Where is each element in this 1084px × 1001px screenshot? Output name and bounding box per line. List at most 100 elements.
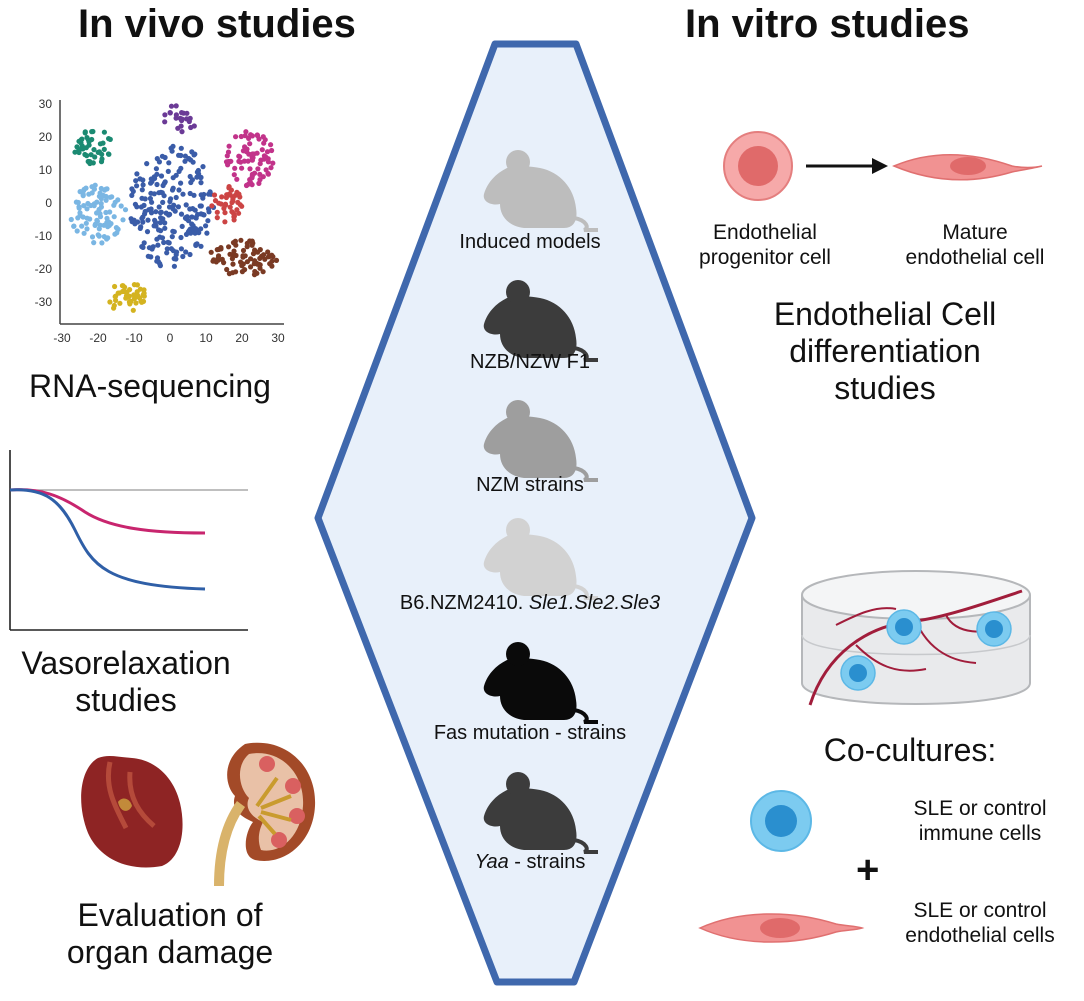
tsne-point [134, 282, 140, 288]
tsne-point [167, 110, 173, 116]
tsne-point [84, 226, 90, 232]
tsne-point [176, 152, 182, 158]
heart-icon [81, 755, 183, 868]
tsne-point [132, 201, 138, 207]
differentiation-diagram [723, 131, 1043, 201]
tsne-point [198, 226, 204, 232]
tsne-point [208, 249, 214, 255]
tsne-point [257, 161, 263, 167]
tsne-point [226, 271, 232, 277]
tsne-point [96, 226, 102, 232]
coculture-dish [801, 570, 1031, 706]
tsne-point [229, 256, 235, 262]
tsne-y-tick: 20 [39, 130, 53, 144]
tsne-x-tick: -10 [125, 331, 143, 345]
tsne-point [237, 154, 243, 160]
tsne-point [101, 129, 107, 135]
tsne-point [162, 225, 168, 231]
tsne-point [79, 136, 85, 142]
tsne-point [165, 168, 171, 174]
plus-sign: + [856, 848, 880, 892]
tsne-point [140, 244, 146, 250]
tsne-point [242, 267, 248, 273]
tsne-point [215, 255, 221, 261]
tsne-point [126, 299, 132, 305]
tsne-point [260, 134, 266, 140]
tsne-point [92, 222, 98, 228]
tsne-point [178, 145, 184, 151]
tsne-point [148, 190, 154, 196]
tsne-point [138, 298, 144, 304]
tsne-point [187, 206, 193, 212]
tsne-point [133, 178, 139, 184]
tsne-point [239, 203, 245, 209]
tsne-point [169, 234, 175, 240]
tsne-point [200, 164, 206, 170]
diff-label-line3: studies [834, 370, 936, 406]
tsne-point [108, 221, 114, 227]
tsne-point [174, 249, 180, 255]
tsne-point [267, 261, 273, 267]
coculture-label: Co-cultures: [823, 732, 997, 768]
tsne-point [214, 209, 220, 215]
tsne-point [246, 151, 252, 157]
tsne-y-tick: 0 [45, 196, 52, 210]
tsne-point [230, 240, 237, 246]
model-label-yaa: Yaa - strains [330, 851, 730, 874]
tsne-point [168, 196, 174, 202]
tsne-point [111, 202, 117, 208]
model-label-fas: Fas mutation - strains [433, 722, 627, 744]
mouse-icon-induced [481, 148, 598, 232]
tsne-point [247, 179, 253, 185]
tsne-point [97, 190, 103, 196]
tsne-point [264, 149, 271, 155]
model-label-nzm: NZM strains [476, 474, 584, 496]
tsne-point [145, 217, 151, 223]
tsne-point [91, 201, 97, 207]
tsne-point [225, 162, 231, 168]
tsne-point [83, 220, 89, 226]
tsne-point [160, 216, 166, 222]
tsne-point [89, 234, 96, 240]
tsne-x-tick: 30 [271, 331, 285, 345]
tsne-point [245, 158, 251, 164]
tsne-point [85, 200, 91, 207]
tsne-point [112, 294, 118, 300]
tsne-point [164, 250, 170, 256]
tsne-point [76, 205, 82, 211]
tsne-point [162, 112, 168, 118]
tsne-point [265, 171, 271, 177]
tsne-point [103, 193, 109, 200]
tsne-x-tick: 10 [199, 331, 213, 345]
tsne-point [137, 225, 143, 231]
tsne-point [250, 240, 256, 246]
tsne-point [154, 181, 160, 188]
in-vivo-heading: In vivo studies [78, 2, 356, 46]
model-label-b6: B6.NZM2410. Sle1.Sle2.Sle3 [330, 592, 730, 615]
tsne-point [200, 211, 206, 218]
tsne-point [168, 145, 174, 151]
tsne-point [234, 189, 240, 195]
tsne-point [249, 157, 255, 163]
tsne-point [226, 191, 232, 197]
tsne-point [72, 149, 78, 155]
tsne-point [242, 144, 248, 150]
tsne-point [238, 237, 244, 243]
endo-label: SLE or control endothelial cells [880, 898, 1080, 948]
tsne-point [115, 197, 121, 203]
tsne-point [103, 197, 109, 203]
tsne-point [95, 149, 101, 155]
tsne-point [99, 156, 105, 162]
tsne-point [198, 174, 204, 180]
diff-label-line2: differentiation [789, 333, 981, 369]
tsne-x-tick: -30 [53, 331, 71, 345]
tsne-point [111, 214, 117, 220]
tsne-point [149, 199, 155, 205]
tsne-point [249, 151, 256, 157]
tsne-point [250, 251, 257, 257]
tsne-point [157, 210, 164, 216]
tsne-point [203, 223, 209, 229]
tsne-point [222, 210, 228, 216]
tsne-point [178, 123, 184, 129]
